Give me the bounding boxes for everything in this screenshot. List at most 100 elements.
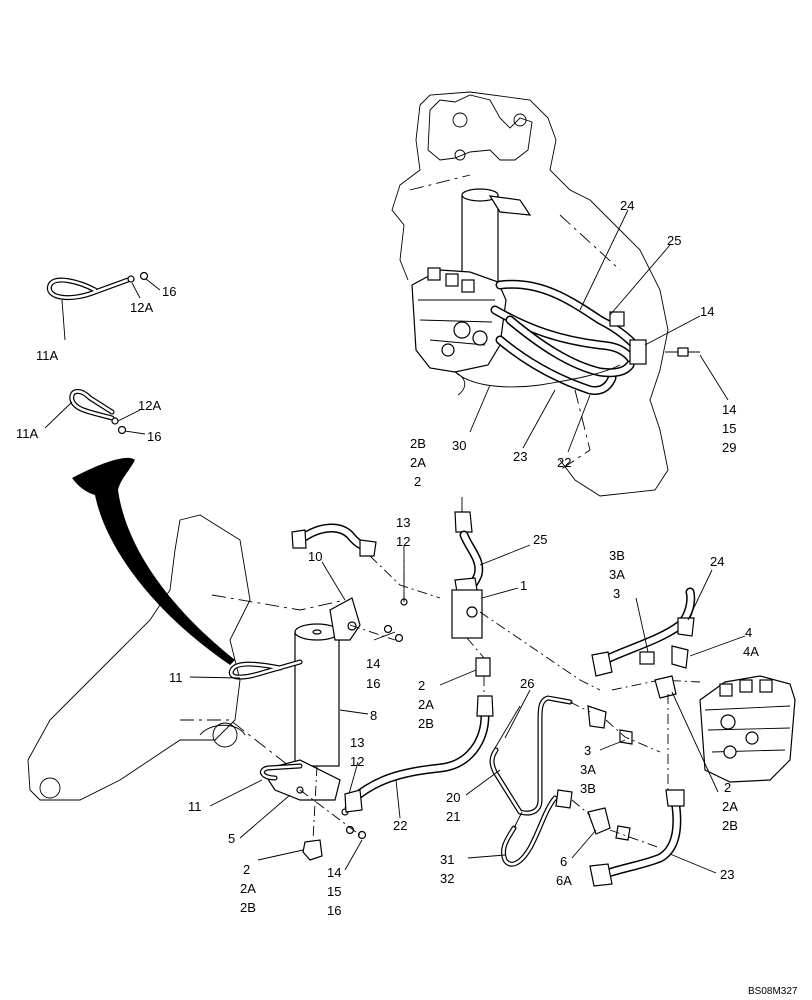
valve-spool-cap-1 — [427, 267, 441, 281]
u-bolt-detail-mid — [44, 389, 146, 435]
accumulator-installed-top — [461, 188, 499, 202]
leader-12a-top — [131, 282, 141, 299]
fitting-4 — [671, 645, 689, 669]
frame-pin-hole-3 — [454, 149, 466, 161]
callout-13-b: 13 — [350, 735, 364, 750]
bulkhead-fitting-installed — [629, 339, 647, 365]
frame-pivot-hole — [39, 777, 61, 799]
leader-4 — [689, 635, 746, 657]
leader-5 — [239, 794, 291, 839]
center-line-tube-20 — [569, 701, 591, 713]
bracket-5 — [261, 759, 341, 801]
valve-cap-b — [739, 679, 753, 693]
callout-25-mid: 25 — [533, 532, 547, 547]
callout-15-b: 15 — [327, 884, 341, 899]
callout-22-mid: 22 — [393, 818, 407, 833]
callout-12-b: 12 — [350, 754, 364, 769]
callout-16-a: 16 — [366, 676, 380, 691]
loader-frame-left — [391, 104, 421, 281]
callout-4a: 4A — [743, 644, 759, 659]
nut-16-lower — [357, 830, 367, 840]
center-line-tube-31 — [571, 799, 591, 816]
lower-frame-outline — [27, 514, 346, 801]
hose-22-top-fitting — [476, 695, 494, 717]
callout-20: 20 — [446, 790, 460, 805]
callout-labels: 16 12A 11A 12A 11A 16 24 25 14 14 15 29 … — [16, 198, 759, 918]
phantom-mount-upper — [211, 594, 346, 611]
leader-26 — [504, 689, 531, 739]
lock-washer-12a-mid — [111, 417, 119, 425]
center-line-accumulator — [312, 765, 318, 841]
hose-22-end-fitting — [344, 789, 363, 813]
leader-3-a — [635, 597, 649, 653]
callout-6: 6 — [560, 854, 567, 869]
callout-12-a: 12 — [396, 534, 410, 549]
callout-32: 32 — [440, 871, 454, 886]
leader-2-d — [257, 849, 304, 861]
fitting-2-mid — [475, 657, 491, 677]
callout-14-b: 14 — [327, 865, 341, 880]
frame-phantom-line-2 — [559, 214, 621, 271]
callout-2-d: 2 — [243, 862, 250, 877]
hose-22-group — [344, 695, 494, 819]
hose-25-elbow-left — [291, 529, 307, 549]
valve-port-b — [745, 731, 759, 745]
tube-20-end — [494, 705, 521, 749]
center-line-fitting-3-lower — [605, 719, 661, 753]
callout-2a-a: 2A — [410, 455, 426, 470]
callout-21: 21 — [446, 809, 460, 824]
callout-3b-b: 3B — [580, 781, 596, 796]
callout-14-a: 14 — [366, 656, 380, 671]
elbow-6 — [587, 807, 611, 835]
leader-14-r — [699, 354, 729, 401]
callout-12a-top: 12A — [130, 300, 153, 315]
callout-2b-c: 2B — [722, 818, 738, 833]
elbow-6-nut — [615, 825, 631, 841]
callout-3-b: 3 — [584, 743, 591, 758]
fitting-2-accumulator — [302, 839, 323, 861]
bolt-14-head — [677, 347, 689, 357]
callout-5: 5 — [228, 831, 235, 846]
callout-2-b: 2 — [418, 678, 425, 693]
frame-pin-hole-2 — [513, 113, 527, 127]
leader-25-top — [609, 244, 671, 316]
u-bolt-detail-top — [46, 271, 161, 341]
washer-14-upper — [383, 624, 393, 634]
callout-23-mid: 23 — [720, 867, 734, 882]
hose-23-group — [589, 789, 717, 887]
valve-detail-right — [654, 675, 796, 793]
leader-22-mid — [395, 779, 401, 819]
leader-11a-top — [61, 299, 66, 341]
center-line-elbow-6 — [609, 829, 661, 849]
accumulator-8 — [294, 631, 340, 767]
frame-mount-hole — [212, 722, 238, 748]
callout-24-top: 24 — [620, 198, 634, 213]
callout-10: 10 — [308, 549, 322, 564]
nut-16-top — [139, 271, 149, 281]
callout-31: 31 — [440, 852, 454, 867]
callout-2a-c: 2A — [722, 799, 738, 814]
accumulator-assembly — [189, 545, 408, 871]
accumulator-8-port — [312, 629, 322, 635]
callout-13-a: 13 — [396, 515, 410, 530]
callout-12a-mid: 12A — [138, 398, 161, 413]
callout-11-a: 11 — [169, 670, 183, 685]
center-line-valve-1 — [466, 637, 485, 659]
valve-cap-c — [759, 679, 773, 693]
fitting-2-top — [454, 511, 473, 533]
leader-14-top — [644, 315, 701, 346]
valve-port-1 — [453, 321, 471, 339]
callout-4: 4 — [745, 625, 752, 640]
leader-30 — [469, 384, 491, 433]
valve-1-port — [466, 606, 478, 618]
hose-upper-center — [291, 523, 441, 599]
valve-spool-cap-3 — [461, 279, 475, 293]
callout-2a-d: 2A — [240, 881, 256, 896]
accumulator-bracket-installed — [488, 195, 532, 216]
frame-pin-hole-1 — [452, 112, 468, 128]
leader-16-top — [145, 278, 161, 291]
callout-6a: 6A — [556, 873, 572, 888]
leader-14-b — [344, 839, 363, 871]
